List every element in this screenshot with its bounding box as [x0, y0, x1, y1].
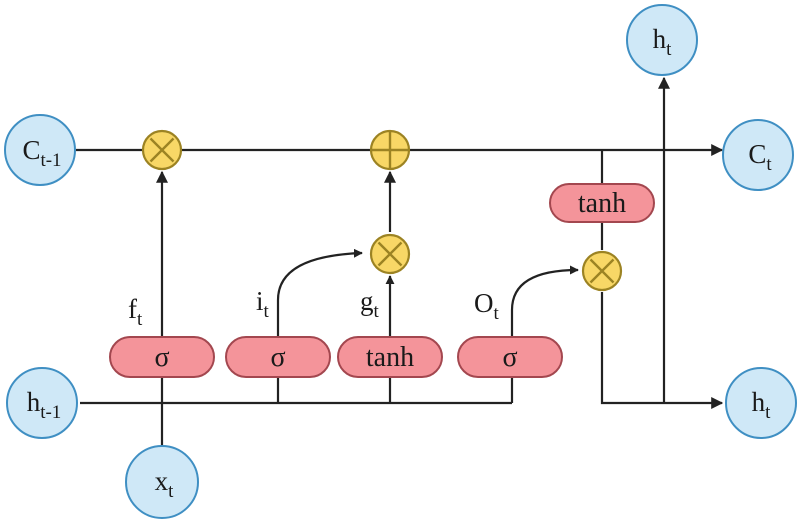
gate-candidate-box — [337, 336, 443, 378]
node-h-prev: ht-1 — [6, 367, 78, 439]
node-x-t-label: xt — [155, 466, 175, 502]
gate-input-box — [225, 336, 331, 378]
gate-output-label: σ — [502, 342, 517, 373]
label-i-t: it — [256, 286, 270, 322]
op-input-mult-cross — [377, 241, 403, 267]
gate-cell-tanh-box — [549, 183, 655, 223]
op-add-plus — [371, 131, 409, 169]
label-f-t: ft — [128, 294, 143, 330]
node-h-t-top-label: ht — [653, 24, 673, 60]
gate-forget: σ — [109, 336, 215, 378]
add-icon — [369, 129, 411, 171]
node-c-prev: Ct-1 — [4, 114, 76, 186]
gate-input-label: σ — [270, 342, 285, 373]
node-c-prev-label: Ct-1 — [22, 135, 61, 171]
gate-forget-box — [109, 336, 215, 378]
node-h-t-right-label: ht — [752, 387, 772, 423]
node-c-t: Ct — [722, 119, 794, 191]
op-forget-mult-cross — [149, 137, 175, 163]
gate-forget-label: σ — [154, 342, 169, 373]
gate-output: σ — [457, 336, 563, 378]
multiply-icon — [141, 129, 183, 171]
multiply-icon — [369, 233, 411, 275]
node-h-t-top-circle — [626, 4, 698, 76]
op-output-mult-cross — [589, 258, 615, 284]
output-gate-curve — [510, 265, 579, 337]
node-x-t-circle — [125, 445, 199, 519]
gate-input: σ — [225, 336, 331, 378]
node-h-t-right-circle — [725, 367, 797, 439]
node-c-prev-circle — [4, 114, 76, 186]
node-h-prev-label: ht-1 — [27, 387, 62, 423]
gate-cell-tanh-label: tanh — [578, 188, 626, 219]
node-h-t-right: ht — [725, 367, 797, 439]
gate-candidate-label: tanh — [366, 342, 414, 373]
node-c-t-label: Ct — [748, 139, 772, 175]
label-o-t: Ot — [474, 288, 500, 324]
label-g-t: gt — [360, 286, 380, 322]
node-x-t: xt — [125, 445, 199, 519]
node-h-prev-circle — [6, 367, 78, 439]
gate-output-box — [457, 336, 563, 378]
node-h-t-top: ht — [626, 4, 698, 76]
multiply-icon — [581, 250, 623, 292]
node-c-t-circle — [722, 119, 794, 191]
gate-candidate: tanh — [337, 336, 443, 378]
input-gate-curve — [276, 248, 363, 337]
gate-cell-tanh: tanh — [549, 183, 655, 223]
mult-to-ht-line — [600, 292, 724, 409]
